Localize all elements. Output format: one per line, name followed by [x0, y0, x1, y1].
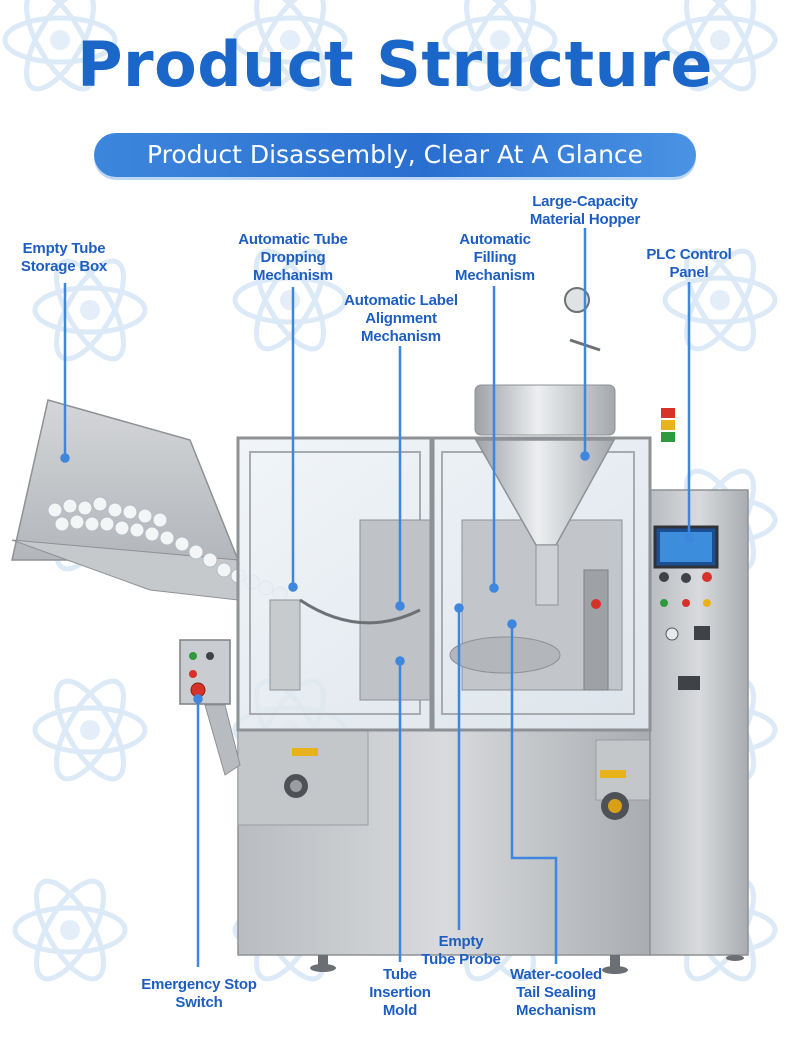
- label-tail-sealing-mechanism: Water-cooled Tail Sealing Mechanism: [509, 966, 603, 1019]
- subtitle-banner: Product Disassembly, Clear At A Glance: [94, 133, 696, 177]
- label-empty-tube-storage-box: Empty Tube Storage Box: [20, 240, 108, 275]
- label-automatic-label-alignment: Automatic Label Alignment Mechanism: [344, 292, 458, 345]
- label-empty-tube-probe: Empty Tube Probe: [421, 933, 501, 968]
- label-automatic-filling: Automatic Filling Mechanism: [455, 231, 535, 284]
- label-plc-control-panel: PLC Control Panel: [646, 246, 732, 281]
- label-material-hopper: Large-Capacity Material Hopper: [529, 193, 641, 228]
- label-emergency-stop-switch: Emergency Stop Switch: [141, 976, 257, 1011]
- page-title: Product Structure: [77, 28, 713, 101]
- label-tube-insertion-mold: Tube Insertion Mold: [369, 966, 431, 1019]
- label-automatic-tube-dropping: Automatic Tube Dropping Mechanism: [238, 231, 348, 284]
